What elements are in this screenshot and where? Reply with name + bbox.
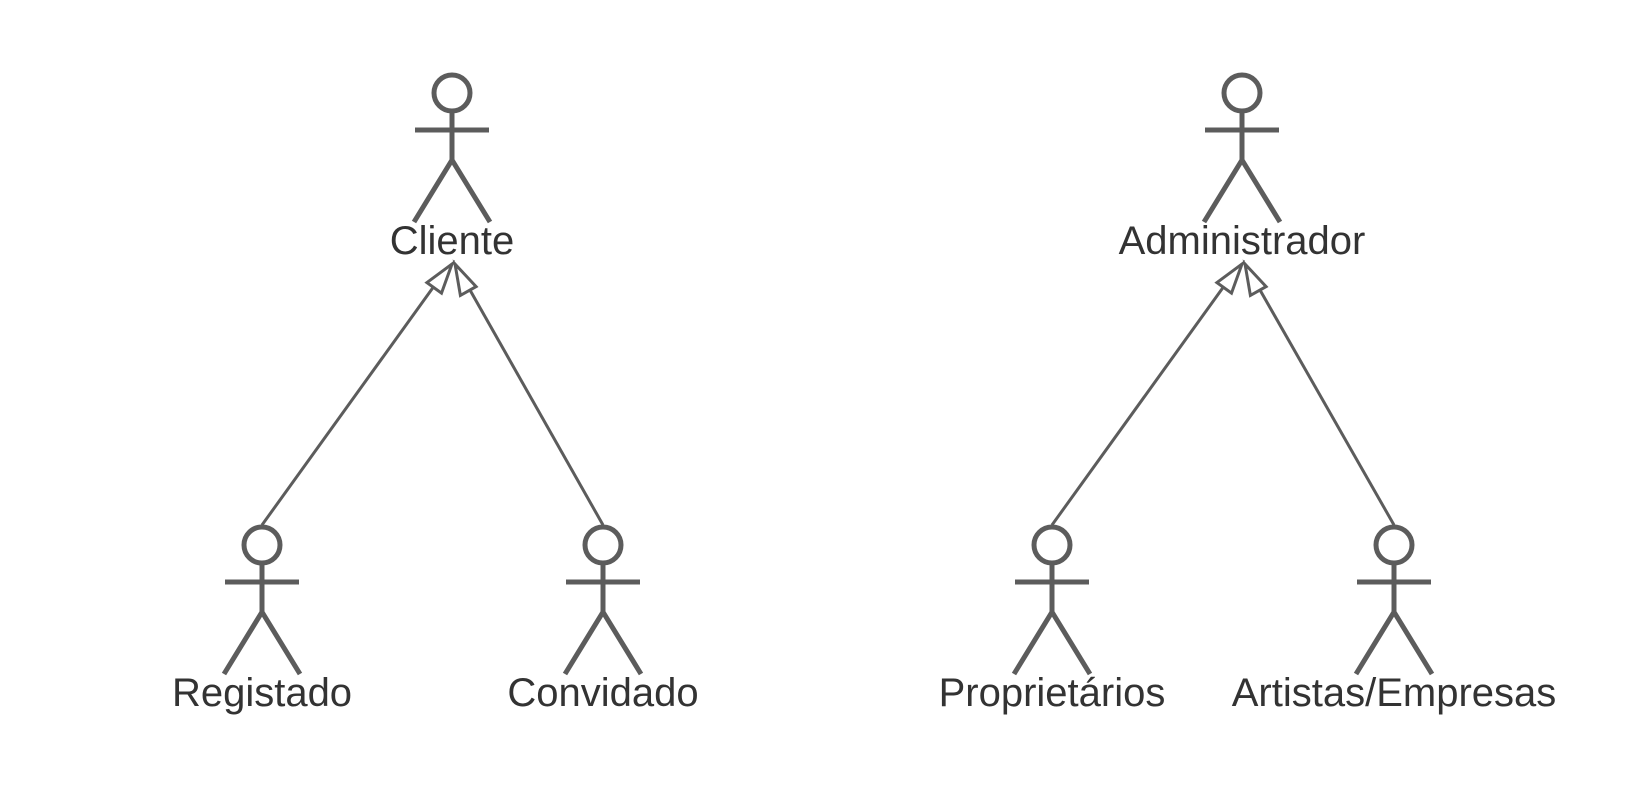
- actor-artistas-empresas-icon: [1353, 524, 1435, 676]
- actor-cliente[interactable]: Cliente: [390, 72, 515, 263]
- actor-label-administrador: Administrador: [1119, 219, 1366, 263]
- actor-label-artistas-empresas: Artistas/Empresas: [1232, 671, 1557, 715]
- generalization-convidado-cliente: [452, 259, 605, 526]
- actor-registado-icon: [221, 524, 303, 676]
- actor-label-cliente: Cliente: [390, 219, 515, 263]
- actor-convidado-icon: [562, 524, 644, 676]
- actor-proprietarios-icon: [1011, 524, 1093, 676]
- actor-label-proprietarios: Proprietários: [939, 671, 1166, 715]
- actor-label-registado: Registado: [172, 671, 352, 715]
- actor-label-convidado: Convidado: [507, 671, 698, 715]
- actor-registado[interactable]: Registado: [172, 524, 352, 715]
- actor-convidado[interactable]: Convidado: [507, 524, 699, 715]
- actor-proprietarios[interactable]: Proprietários: [939, 524, 1166, 715]
- generalization-proprietarios-administrador: [1050, 259, 1246, 526]
- generalization-registado-cliente: [260, 259, 456, 526]
- actor-administrador-icon: [1201, 72, 1283, 224]
- actor-artistas-empresas[interactable]: Artistas/Empresas: [1232, 524, 1557, 715]
- actor-cliente-icon: [411, 72, 493, 224]
- actor-administrador[interactable]: Administrador: [1119, 72, 1366, 263]
- generalization-artistas-administrador: [1242, 259, 1396, 526]
